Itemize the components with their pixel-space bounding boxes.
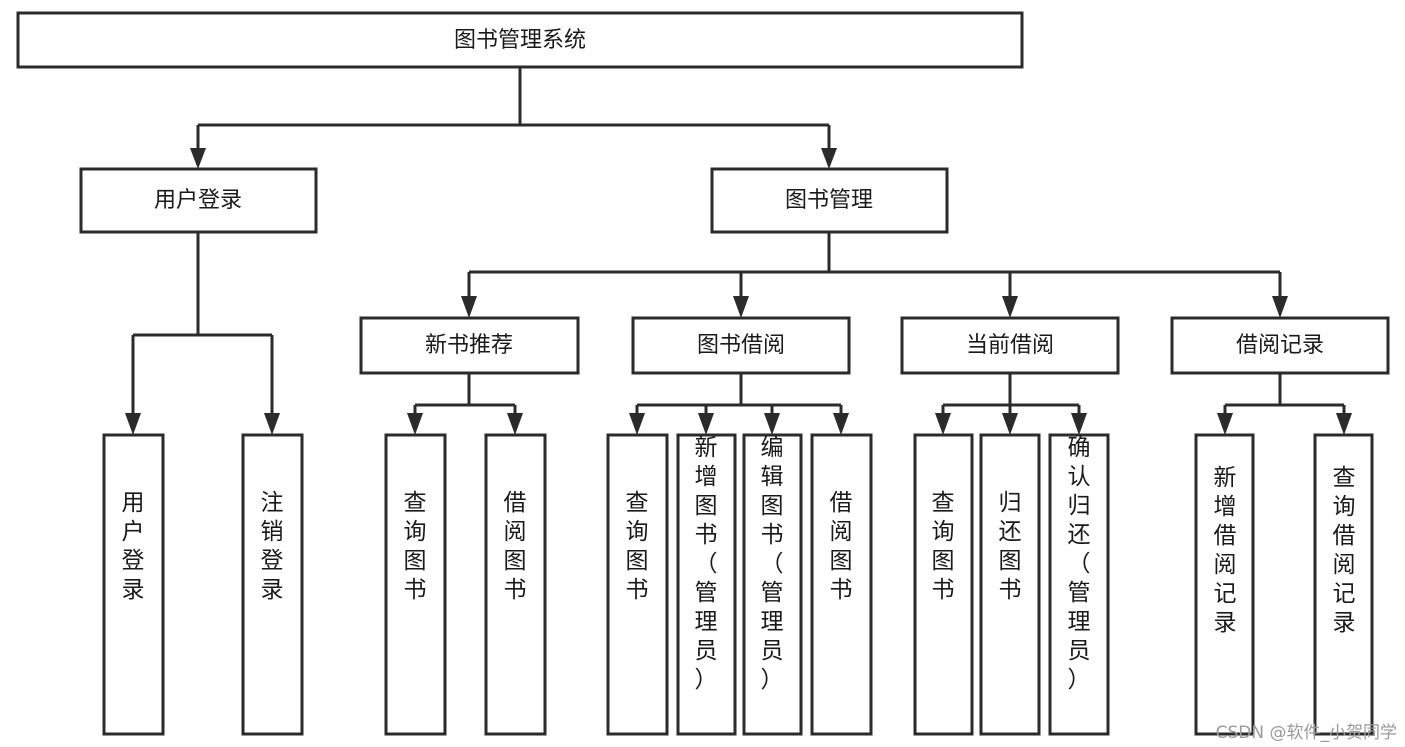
- leaf-node-query-book-current[interactable]: 查询图书: [913, 433, 974, 736]
- leaf-node-query-book-rec[interactable]: 查询图书: [384, 433, 447, 736]
- node-book-borrow[interactable]: 图书借阅: [631, 316, 851, 375]
- arrow-root-to-book-mgmt: [821, 148, 837, 169]
- leaf-label-user-login: 用户登录: [122, 490, 145, 603]
- connector-group-root: [190, 67, 837, 169]
- node-user-login[interactable]: 用户登录: [79, 167, 318, 234]
- leaf-box-borrow-book[interactable]: [810, 433, 873, 736]
- leaf-label-logout: 注销登录: [261, 490, 284, 603]
- leaf-node-confirm-return-admin[interactable]: 确认归还（管理员）: [1048, 433, 1110, 736]
- node-label-root-system: 图书管理系统: [454, 28, 586, 53]
- node-box-new-book-recommend[interactable]: [359, 316, 580, 375]
- leaf-label-query-book-rec: 查询图书: [404, 490, 427, 603]
- connector-group-current-borrow: [935, 373, 1087, 435]
- leaf-node-user-login[interactable]: 用户登录: [102, 433, 165, 736]
- node-box-current-borrow[interactable]: [900, 316, 1120, 375]
- leaf-box-add-book-admin[interactable]: [676, 433, 737, 736]
- arrow-new-book-rec-leaf-1: [407, 413, 423, 435]
- node-label-book-borrow: 图书借阅: [697, 333, 785, 358]
- leaf-node-add-borrow-record[interactable]: 新增借阅记录: [1194, 433, 1255, 736]
- node-new-book-recommend[interactable]: 新书推荐: [359, 316, 580, 375]
- leaf-node-borrow-book-rec[interactable]: 借阅图书: [484, 433, 547, 736]
- node-label-current-borrow: 当前借阅: [966, 333, 1054, 358]
- node-box-user-login[interactable]: [79, 167, 318, 234]
- connector-group-new-book-rec: [407, 373, 523, 435]
- arrow-book-mgmt-child-2: [733, 296, 749, 318]
- leaf-node-borrow-book[interactable]: 借阅图书: [810, 433, 873, 736]
- leaf-label-query-borrow-record: 查询借阅记录: [1333, 465, 1356, 636]
- leaf-box-logout[interactable]: [241, 433, 304, 736]
- leaf-label-query-book-borrow: 查询图书: [626, 490, 649, 603]
- node-label-borrow-record: 借阅记录: [1236, 333, 1324, 358]
- leaf-label-confirm-return-admin: 确认归还（管理员）: [1068, 435, 1091, 693]
- connector-group-borrow-record: [1217, 373, 1352, 435]
- leaf-box-edit-book-admin[interactable]: [742, 433, 803, 736]
- arrow-user-login-leaf-2: [264, 413, 280, 435]
- leaf-box-query-book-borrow[interactable]: [606, 433, 669, 736]
- leaf-box-return-book[interactable]: [979, 433, 1041, 736]
- leaf-label-add-borrow-record: 新增借阅记录: [1214, 465, 1237, 636]
- arrow-book-borrow-leaf-2: [698, 413, 714, 435]
- node-box-book-management[interactable]: [710, 167, 949, 234]
- node-borrow-record[interactable]: 借阅记录: [1170, 316, 1390, 375]
- arrow-book-borrow-leaf-1: [629, 413, 645, 435]
- node-label-book-management: 图书管理: [785, 188, 873, 213]
- leaf-box-confirm-return-admin[interactable]: [1048, 433, 1110, 736]
- leaf-node-query-book-borrow[interactable]: 查询图书: [606, 433, 669, 736]
- node-root-system[interactable]: 图书管理系统: [16, 11, 1024, 69]
- leaf-node-add-book-admin[interactable]: 新增图书（管理员）: [676, 433, 737, 736]
- leaf-label-add-book-admin: 新增图书（管理员）: [695, 435, 718, 693]
- arrow-current-borrow-leaf-2: [1002, 413, 1018, 435]
- connector-group-book-mgmt: [461, 232, 1288, 318]
- leaf-node-return-book[interactable]: 归还图书: [979, 433, 1041, 736]
- arrow-user-login-leaf-1: [125, 413, 141, 435]
- connector-group-book-borrow: [629, 373, 849, 435]
- node-label-new-book-recommend: 新书推荐: [425, 333, 513, 358]
- arrow-book-borrow-leaf-4: [833, 413, 849, 435]
- leaf-label-borrow-book: 借阅图书: [830, 490, 853, 603]
- node-box-borrow-record[interactable]: [1170, 316, 1390, 375]
- leaf-box-add-borrow-record[interactable]: [1194, 433, 1255, 736]
- leaf-node-logout[interactable]: 注销登录: [241, 433, 304, 736]
- leaf-label-edit-book-admin: 编辑图书（管理员）: [761, 435, 784, 693]
- leaf-box-user-login[interactable]: [102, 433, 165, 736]
- leaf-box-query-book-rec[interactable]: [384, 433, 447, 736]
- arrow-current-borrow-leaf-3: [1071, 413, 1087, 435]
- leaf-label-borrow-book-rec: 借阅图书: [504, 490, 527, 603]
- leaf-box-query-borrow-record[interactable]: [1313, 433, 1374, 736]
- arrow-current-borrow-leaf-1: [935, 413, 951, 435]
- node-box-root-system[interactable]: [16, 11, 1024, 69]
- connector-group-user-login: [125, 232, 280, 435]
- leaf-box-borrow-book-rec[interactable]: [484, 433, 547, 736]
- arrow-root-to-user-login: [190, 148, 206, 169]
- leaf-label-query-book-current: 查询图书: [932, 490, 955, 603]
- node-box-book-borrow[interactable]: [631, 316, 851, 375]
- node-current-borrow[interactable]: 当前借阅: [900, 316, 1120, 375]
- leaf-box-query-book-current[interactable]: [913, 433, 974, 736]
- leaf-label-return-book: 归还图书: [999, 490, 1022, 603]
- arrow-borrow-record-leaf-2: [1336, 413, 1352, 435]
- arrow-book-mgmt-child-3: [1002, 296, 1018, 318]
- leaf-node-edit-book-admin[interactable]: 编辑图书（管理员）: [742, 433, 803, 736]
- node-book-management[interactable]: 图书管理: [710, 167, 949, 234]
- arrow-new-book-rec-leaf-2: [507, 413, 523, 435]
- arrow-borrow-record-leaf-1: [1217, 413, 1233, 435]
- node-label-user-login: 用户登录: [154, 188, 242, 213]
- arrow-book-mgmt-child-4: [1272, 296, 1288, 318]
- arrow-book-borrow-leaf-3: [764, 413, 780, 435]
- arrow-book-mgmt-child-1: [461, 296, 477, 318]
- leaf-node-query-borrow-record[interactable]: 查询借阅记录: [1313, 433, 1374, 736]
